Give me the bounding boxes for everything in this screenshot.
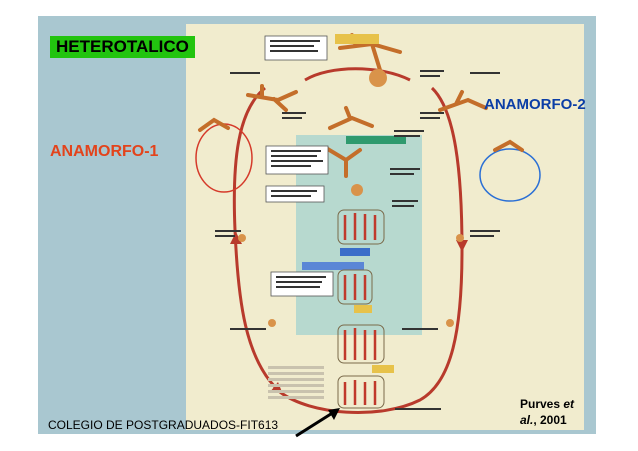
asci-outlines <box>337 209 385 409</box>
asci-stage <box>343 213 377 405</box>
stage-tags <box>335 34 394 373</box>
tiny-text-lines <box>215 40 500 410</box>
anamorfo-2-label: ANAMORFO-2 <box>484 96 586 113</box>
citation: Purves et al., 2001 <box>520 396 574 428</box>
arrow-head <box>456 240 468 252</box>
citation-author: Purves <box>520 397 561 411</box>
asexual-cycle-left <box>195 123 253 193</box>
citation-etal: et <box>563 397 575 411</box>
cycle-loop <box>232 86 464 414</box>
cycle-top-arc <box>304 67 411 82</box>
stage-label-bar <box>346 136 406 144</box>
citation-year: , 2001 <box>533 413 567 427</box>
heterotalico-label: HETEROTALICO <box>50 36 195 58</box>
stage-label-bar <box>340 248 370 256</box>
institution-footer: COLEGIO DE POSTGRADUADOS-FIT613 <box>48 418 279 432</box>
anamorfo-1-label: ANAMORFO-1 <box>50 143 159 160</box>
pointer-arrow <box>295 410 335 438</box>
pointer-arrow-head <box>328 408 340 420</box>
stage-label-bar <box>302 262 364 270</box>
asexual-cycle-right <box>479 148 541 202</box>
citation-al: al. <box>520 413 534 427</box>
arrow-head <box>230 232 242 244</box>
mycelium-drawings <box>198 33 524 178</box>
watermark-block <box>268 366 324 399</box>
spore-structures <box>238 69 464 327</box>
